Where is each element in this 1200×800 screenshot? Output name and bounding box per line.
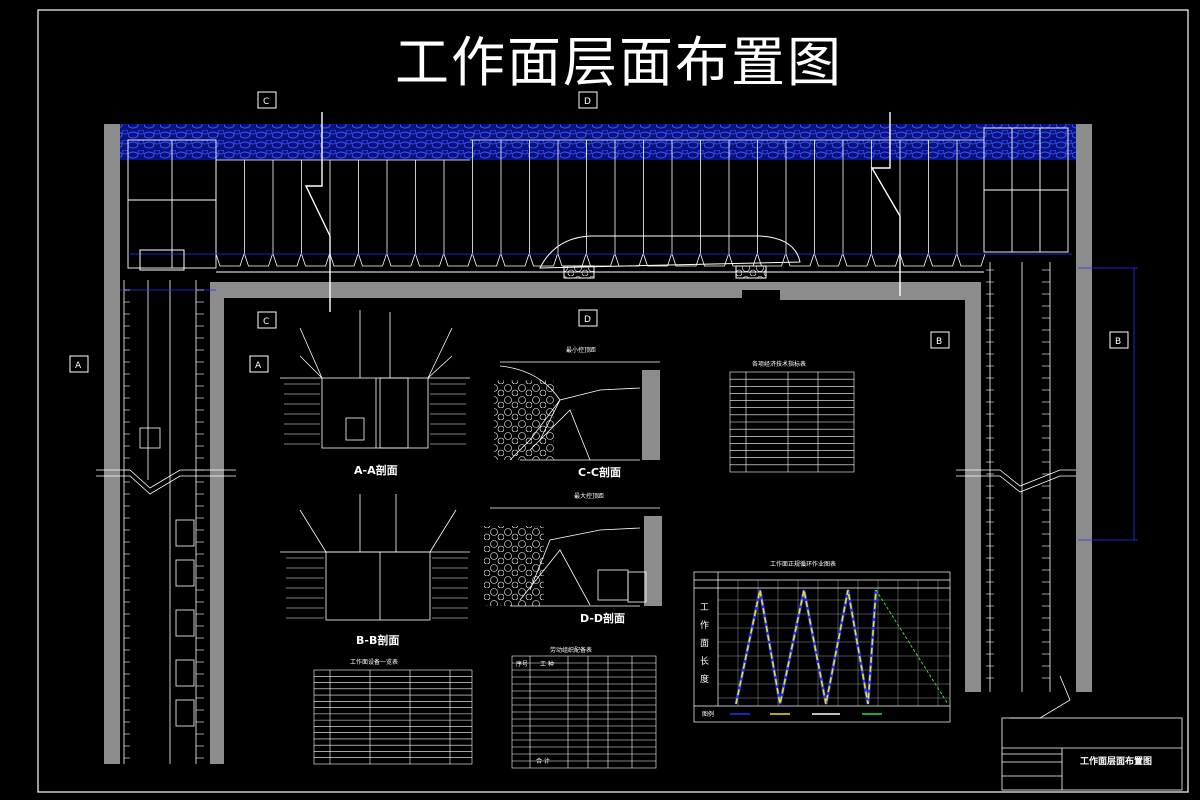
cycle-ylabel-char: 作 xyxy=(700,619,709,631)
cycle-chart xyxy=(693,571,951,723)
roadway-block xyxy=(175,659,195,687)
face-plan-view xyxy=(104,112,1138,764)
section-dd-caption: D-D剖面 xyxy=(580,611,625,625)
section-cc-header: 最小控顶距 xyxy=(566,346,596,354)
cycle-ylabel-char: 度 xyxy=(700,673,709,685)
drawing-frame xyxy=(37,9,1189,793)
labor-header-trade: 工 种 xyxy=(540,660,554,668)
section-marker-a-mid xyxy=(249,355,269,373)
section-bb xyxy=(280,494,470,621)
tech-table xyxy=(729,371,855,473)
drawing-title: 工作面层面布置图 xyxy=(395,31,843,94)
gob-area xyxy=(120,124,1080,160)
section-marker-b-right xyxy=(1109,331,1129,349)
marker-c-top-text: C xyxy=(263,97,269,107)
cycle-legend-label: 图例 xyxy=(702,710,714,718)
break-line-c xyxy=(304,112,331,312)
section-dd xyxy=(484,507,662,607)
marker-a-left-text: A xyxy=(75,361,82,371)
section-bb-caption: B-B剖面 xyxy=(356,633,399,647)
cycle-chart-title: 工作面正规循环作业图表 xyxy=(770,560,836,568)
shearer xyxy=(539,235,801,269)
labor-table xyxy=(511,655,657,769)
title-block-name: 工作面层面布置图 xyxy=(1080,755,1152,767)
lower-rock-band xyxy=(210,282,980,300)
section-marker-a-left xyxy=(69,355,89,373)
labor-table-title: 劳动组织配备表 xyxy=(550,646,592,654)
roadway-block xyxy=(175,609,195,637)
section-marker-c-top xyxy=(257,91,277,109)
marker-a-mid-text: A xyxy=(255,361,262,371)
marker-b-mid-text: B xyxy=(936,337,942,347)
cycle-ylabel-char: 面 xyxy=(700,638,709,649)
marker-d-top-text: D xyxy=(584,97,591,107)
right-roadway xyxy=(956,262,1076,719)
section-marker-c-mid xyxy=(257,311,277,329)
section-aa-caption: A-A剖面 xyxy=(354,463,398,477)
left-inner-rock xyxy=(210,282,224,764)
labor-total-label: 合 计 xyxy=(536,757,550,765)
left-rock-wall xyxy=(104,124,120,764)
head-drive xyxy=(139,249,185,271)
roadway-block xyxy=(175,699,195,727)
marker-c-mid-text: C xyxy=(263,317,269,327)
left-roadway xyxy=(96,280,236,764)
section-marker-d-mid xyxy=(578,309,598,327)
roadway-block xyxy=(175,559,195,587)
cycle-ylabel-char: 工 xyxy=(700,603,709,613)
tech-table-title: 各项经济技术指标表 xyxy=(752,360,806,368)
shearer-drum-left xyxy=(563,265,595,279)
section-dd-header: 最大控顶距 xyxy=(574,492,604,500)
break-line-d xyxy=(870,112,901,296)
section-cc xyxy=(494,361,660,461)
equipment-table-title: 工作面设备一览表 xyxy=(350,658,398,666)
section-cc-caption: C-C剖面 xyxy=(578,465,621,479)
equipment-table xyxy=(313,669,473,765)
labor-header-no: 序号 xyxy=(516,660,528,668)
shearer-drum-right xyxy=(735,265,767,279)
marker-d-mid-text: D xyxy=(584,315,591,325)
cycle-series-green xyxy=(875,589,949,705)
cycle-series-yellow xyxy=(735,589,877,705)
cycle-ylabel-char: 长 xyxy=(700,655,709,667)
section-aa xyxy=(280,310,470,449)
right-inner-rock xyxy=(965,282,981,692)
title-block xyxy=(1001,717,1183,791)
marker-b-right-text: B xyxy=(1115,337,1121,347)
right-rock-wall xyxy=(1076,124,1092,692)
roadway-block xyxy=(175,519,195,547)
section-marker-d-top xyxy=(578,91,598,109)
section-marker-b-mid xyxy=(930,331,950,349)
